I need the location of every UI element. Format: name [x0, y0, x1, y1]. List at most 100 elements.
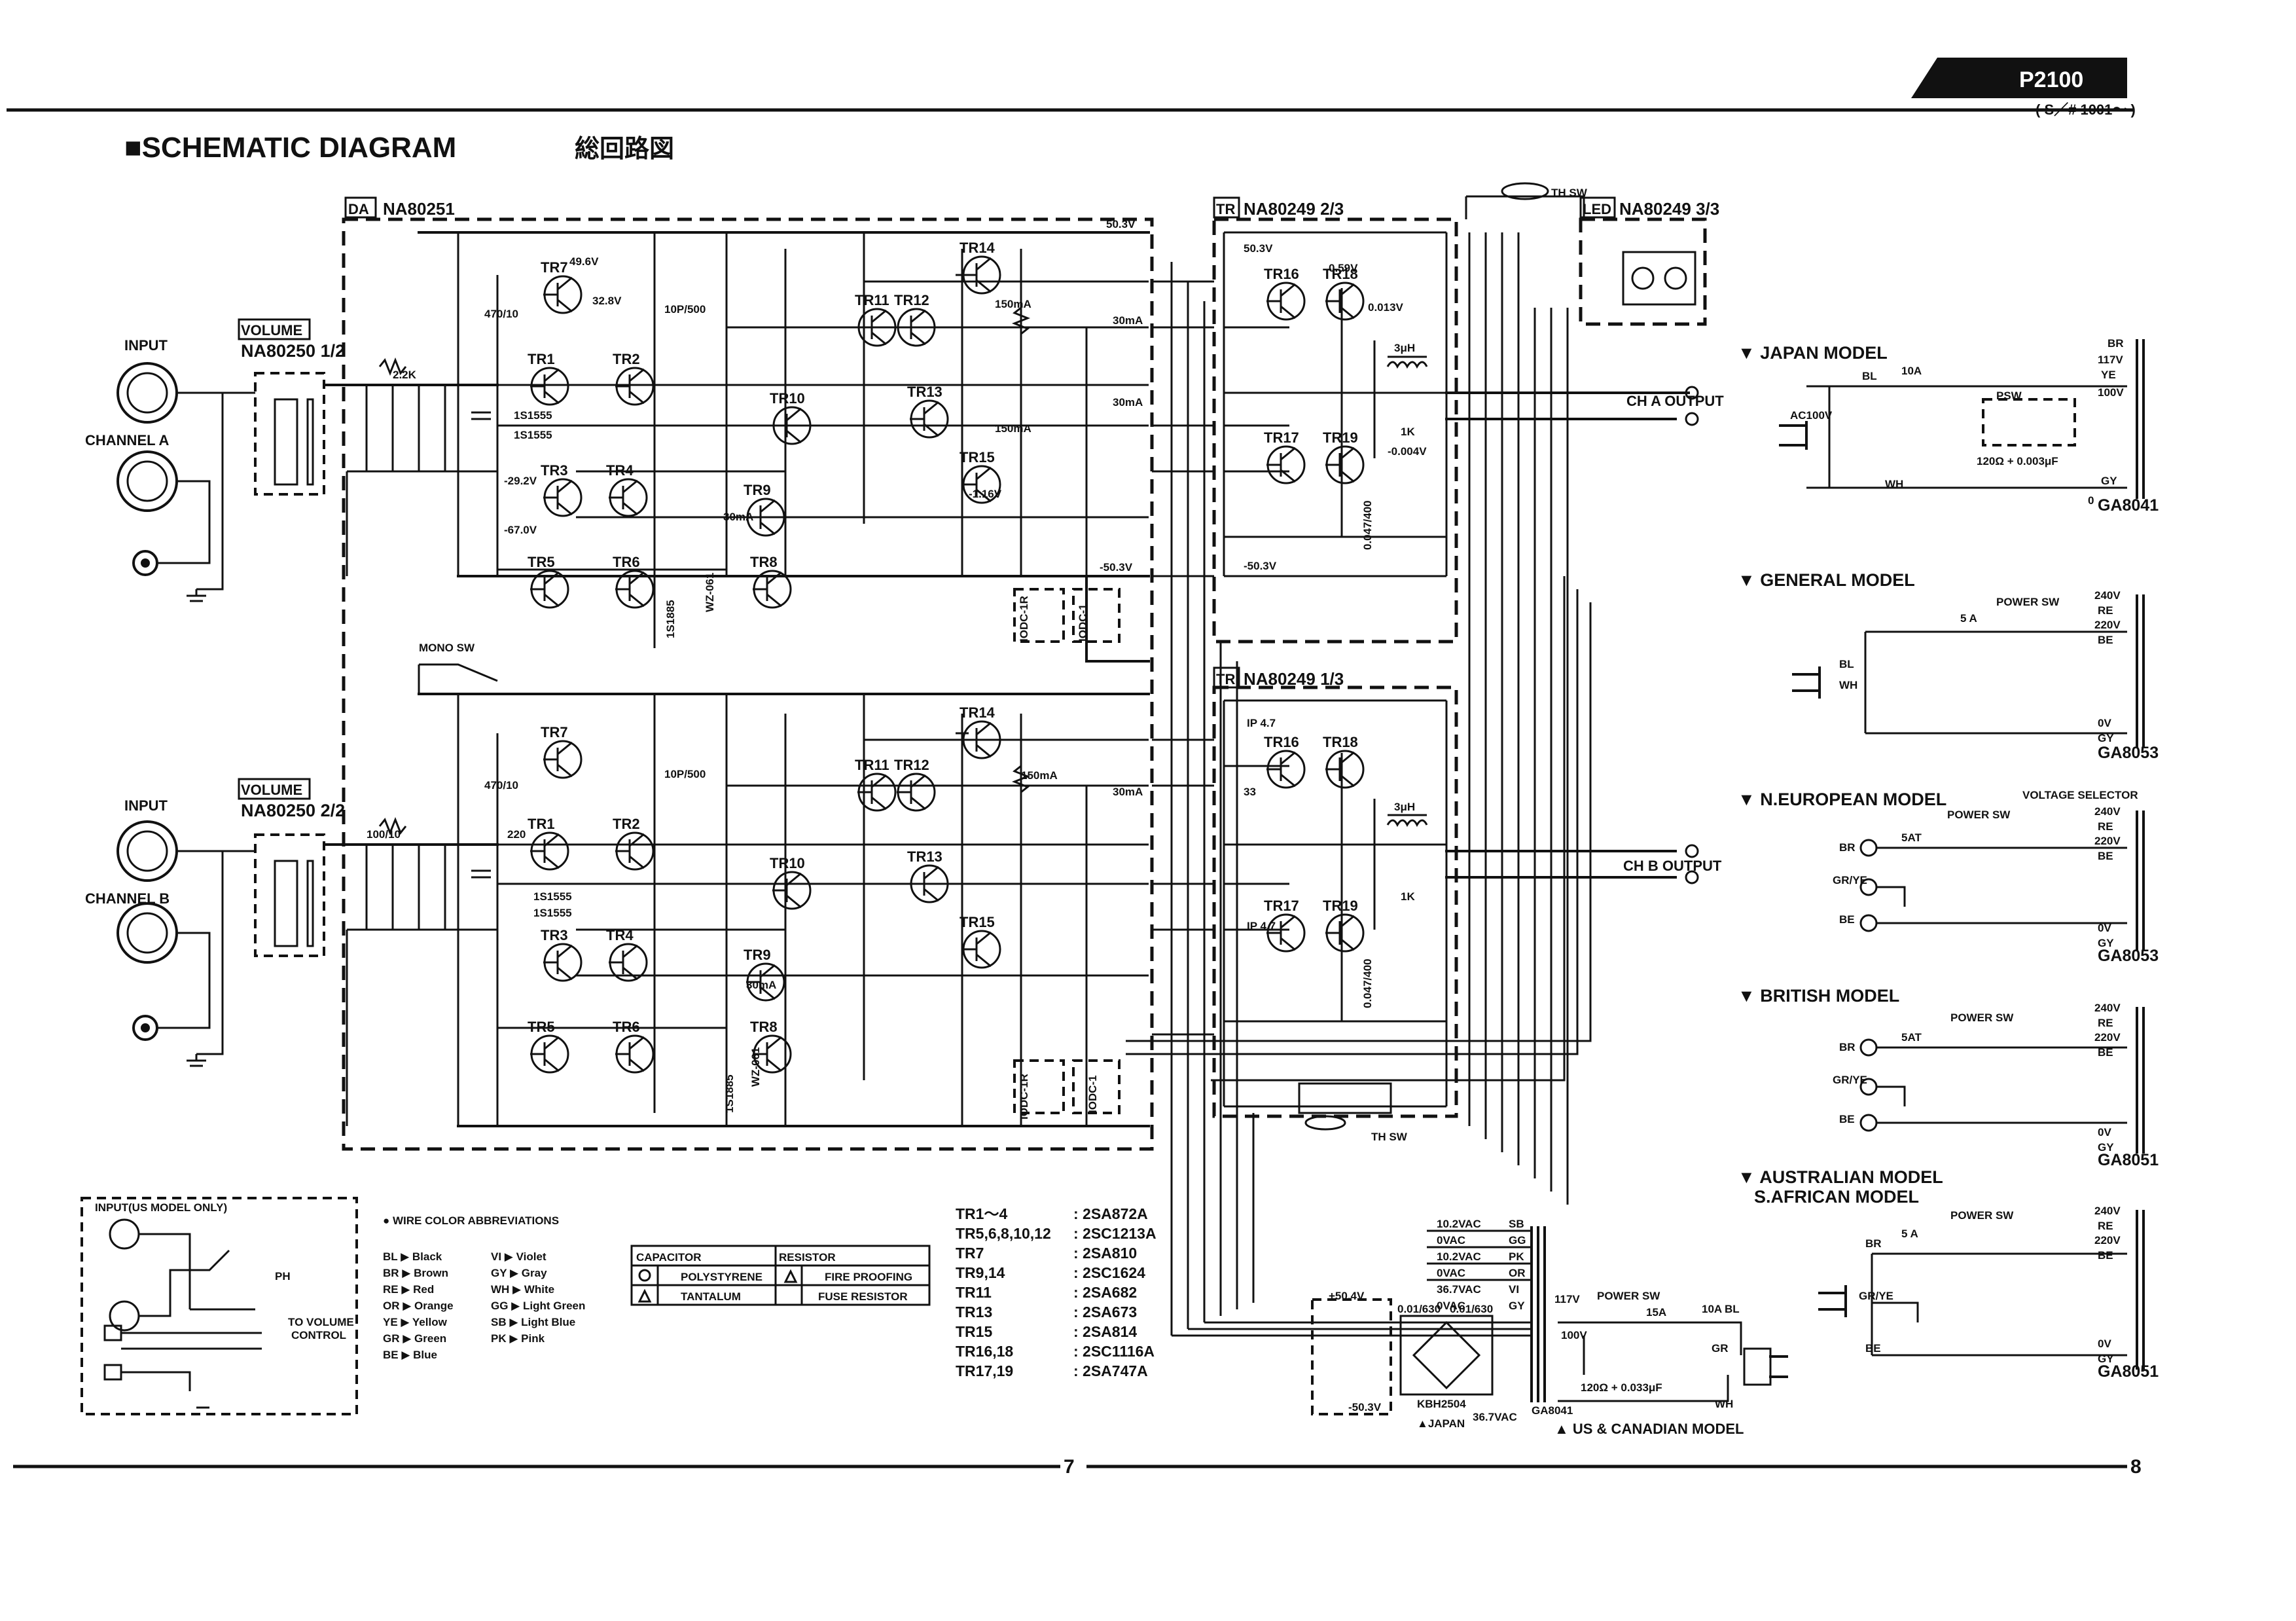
- general-wire-bl: BL: [1839, 658, 1854, 670]
- japan-tap-gy: GY: [2101, 475, 2117, 487]
- cap-10p-a: 10P/500: [664, 303, 706, 316]
- probe-5: -0.004V: [1388, 445, 1427, 458]
- tr13-board-code: NA80249 1/3: [1244, 669, 1344, 689]
- transistor-b-7: TR7: [541, 724, 583, 779]
- transistor-a-7-label: TR7: [541, 259, 568, 276]
- neuro-tap-240: 240V: [2094, 805, 2121, 818]
- tr-board-wiring: 3μH 3μH 1K 1K 0.047/400 0.047/400 50.3V …: [1223, 231, 1448, 1108]
- ps-cap1: 0.01/630: [1397, 1303, 1441, 1315]
- transistor-a-5-label: TR5: [528, 554, 555, 570]
- transistor-b-4-label: TR4: [606, 927, 634, 943]
- led-board-internals: TH SW: [1465, 182, 1696, 306]
- british-tap-gy: GY: [2098, 1141, 2114, 1154]
- neuro-selector: VOLTAGE SELECTOR: [2022, 789, 2138, 801]
- volume-a-code: NA80250 1/2: [241, 341, 345, 361]
- transistor-a-2: TR2: [613, 351, 655, 406]
- japan-model-title: ▼ JAPAN MODEL: [1738, 343, 1888, 363]
- british-fuse: 5AT: [1901, 1031, 1922, 1044]
- resistor-470-b: 470/10: [484, 779, 518, 792]
- neuro-tap-gy: GY: [2098, 937, 2114, 949]
- neuro-fuse: 5AT: [1901, 831, 1922, 844]
- part-table-ref-6: TR15: [956, 1323, 992, 1340]
- input-a-connectors: INPUT CHANNEL A: [85, 337, 255, 602]
- transistor-b-3-label: TR3: [541, 927, 568, 943]
- transistor-a-8-label: TR8: [750, 554, 778, 570]
- probe-4: 0.013V: [1368, 301, 1404, 314]
- transistor-a-14-label: TR14: [960, 240, 996, 256]
- diode2-b: 1S1885: [723, 1074, 736, 1113]
- part-table-part-3: : 2SC1624: [1073, 1264, 1145, 1281]
- ps-wire-vi: VI: [1509, 1283, 1519, 1296]
- current-30-a3: 30mA: [723, 511, 753, 523]
- neuro-tap-0v: 0V: [2098, 922, 2111, 934]
- ch-b-output-label: CH B OUTPUT: [1623, 858, 1722, 874]
- transistor-out-b-19: TR19: [1323, 898, 1365, 953]
- general-model: ▼ GENERAL MODEL POWER SW 5 A GA8053 BL W…: [1738, 570, 2159, 762]
- tr23-board-code: NA80249 2/3: [1244, 199, 1344, 219]
- probe-7: -29.2V: [504, 475, 537, 487]
- ps-switch: POWER SW: [1597, 1290, 1660, 1302]
- transistor-b-9-label: TR9: [744, 947, 771, 963]
- transistor-a-15-label: TR15: [960, 449, 995, 465]
- r-33-b: 33: [1244, 786, 1256, 798]
- part-table-part-6: : 2SA814: [1073, 1323, 1137, 1340]
- legend-fuse-resistor: FUSE RESISTOR: [818, 1290, 908, 1303]
- australian-wire-grye: GR/YE: [1859, 1290, 1893, 1302]
- australian-tap-re: RE: [2098, 1220, 2113, 1232]
- transistor-b-2-label: TR2: [613, 816, 640, 832]
- model-tab: [1911, 58, 2127, 98]
- australian-model-title: ▼ AUSTRALIAN MODEL: [1738, 1167, 1943, 1187]
- input-b-label: INPUT: [124, 797, 168, 814]
- transistor-a-7: TR7: [541, 259, 583, 314]
- neuro-tap-re: RE: [2098, 820, 2113, 833]
- transistor-a-15: TR15: [960, 449, 1001, 504]
- ps-v3: 10.2VAC: [1437, 1250, 1481, 1263]
- resistor-220-b: 220: [507, 828, 526, 841]
- neuro-tap-220: 220V: [2094, 835, 2121, 847]
- part-table-part-8: : 2SA747A: [1073, 1362, 1148, 1379]
- part-table-part-0: : 2SA872A: [1073, 1205, 1148, 1222]
- wire-color-right-2: WH ▶ White: [491, 1283, 554, 1296]
- transistor-b-14: TR14: [960, 704, 1001, 759]
- transistor-a-6-label: TR6: [613, 554, 640, 570]
- australian-wire-be: BE: [1865, 1342, 1881, 1355]
- australian-switch: POWER SW: [1950, 1209, 2014, 1222]
- general-wire-wh: WH: [1839, 679, 1857, 691]
- ps-wire-gg: GG: [1509, 1234, 1526, 1247]
- us-input-title: INPUT(US MODEL ONLY): [95, 1201, 227, 1214]
- zener-b: WZ-061: [749, 1047, 762, 1087]
- ps-tap2: 100V: [1561, 1329, 1587, 1341]
- iodc-b: IODC-1: [1086, 1075, 1099, 1113]
- wire-color-left-5: GR ▶ Green: [383, 1332, 446, 1345]
- diode2-a: 1S1885: [664, 600, 677, 638]
- iodc-r-a: IODC-1R: [1018, 596, 1030, 642]
- general-tap-0v: 0V: [2098, 717, 2111, 729]
- transistor-b-15: TR15: [960, 914, 1001, 969]
- footer: 7 8: [13, 1456, 2142, 1478]
- transistor-a-5: TR5: [528, 554, 569, 609]
- channel-a-label: CHANNEL A: [85, 432, 169, 448]
- serial-range: ( S／# 1001～ ): [2036, 101, 2136, 118]
- general-tap-be: BE: [2098, 634, 2113, 646]
- ps-v6: 0VAC: [1437, 1300, 1465, 1312]
- part-table-part-2: : 2SA810: [1073, 1245, 1137, 1262]
- british-wire-be: BE: [1839, 1113, 1855, 1125]
- japan-plug: AC100V: [1790, 409, 1833, 422]
- page-number-left: 7: [1064, 1456, 1075, 1478]
- transistor-b-5-label: TR5: [528, 1019, 555, 1035]
- part-table-ref-0: TR1～4: [956, 1205, 1007, 1222]
- japan-tap-0: 0: [2088, 494, 2094, 507]
- iodc-a: IODC-1: [1077, 604, 1089, 642]
- r-1k-a: 1K: [1401, 426, 1415, 438]
- transistor-out-b-17: TR17: [1264, 898, 1306, 953]
- ps-v4: 0VAC: [1437, 1267, 1465, 1279]
- british-tap-0v: 0V: [2098, 1126, 2111, 1138]
- general-switch: POWER SW: [1996, 596, 2060, 608]
- transistor-a-1: TR1: [528, 351, 569, 406]
